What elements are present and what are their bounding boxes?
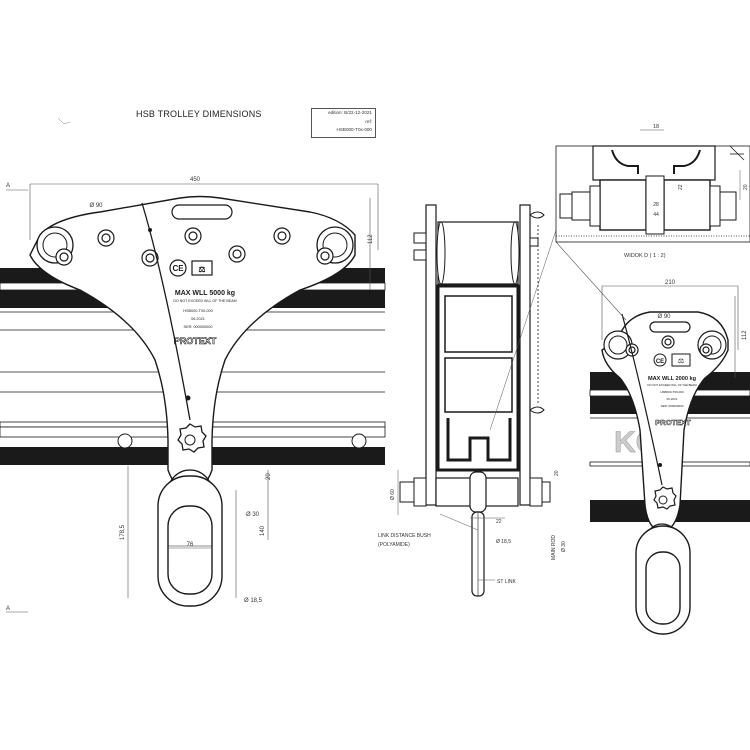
locking-knob (177, 423, 207, 453)
small-locking-knob (653, 486, 677, 510)
label-rod-dia: Ø 30 (561, 541, 567, 552)
detail-dim-d3: 22 (678, 184, 684, 190)
label-st-link: ST LINK (497, 579, 516, 585)
dim-height-small: 20 (266, 473, 272, 480)
main-serial-label: SER: 000000000 (184, 325, 213, 329)
small-serial-label: SER: 000000000 (661, 404, 684, 408)
label-dim-22: 22 (496, 519, 502, 525)
dim-width: 450 (190, 177, 201, 183)
drawing-title: HSB TROLLEY DIMENSIONS (136, 109, 262, 119)
ce-mark-main: CE (172, 264, 184, 273)
label-main-rod: MAIN ROD (551, 535, 557, 560)
small-trolley-plate: CE ⚖ MAX WLL 2000 kg DO NOT EXCEED WLL O… (601, 311, 729, 635)
dim-eye-inner: 76 (187, 542, 194, 548)
label-link-dia: Ø 18,5 (496, 539, 511, 545)
dim-eye-height: 140 (260, 525, 266, 536)
small-dimensions (555, 241, 739, 378)
label-dim-20: 20 (554, 470, 560, 476)
label-bush-material: (POLYAMIDE) (378, 542, 410, 548)
small-warning-label: DO NOT EXCEED WLL OF THE BEAM (647, 383, 697, 387)
label-bush: LINK DISTANCE BUSH (378, 533, 431, 539)
label-dim-60: Ø 60 (390, 489, 396, 500)
edition-label: edition: B/22-12-2021 (328, 110, 372, 115)
main-year-label: 06.2021 (191, 317, 205, 321)
small-brand-logo: PROTEXT (655, 418, 691, 427)
dim-total-height: 178,5 (120, 524, 126, 540)
main-link (157, 475, 223, 607)
detail-dim-d2: 44 (653, 212, 659, 218)
main-code-label: HSB000-T00-000 (183, 309, 213, 313)
dim-top-height: 112 (368, 234, 374, 244)
main-wll-label: MAX WLL 5000 kg (175, 290, 235, 297)
detail-dim-d1: 28 (653, 202, 659, 208)
main-warning-label: DO NOT EXCEED WLL OF THE BEAM (173, 299, 236, 303)
detail-view (555, 129, 750, 243)
dim-eye-dia: Ø 30 (246, 512, 260, 518)
main-dimensions (6, 183, 379, 613)
svg-text:⚖: ⚖ (678, 357, 684, 365)
detail-dim-d4: 20 (743, 184, 749, 190)
edition-box: edition: B/22-12-2021 ref: HSB000-T0x-00… (311, 108, 376, 138)
small-dim-hole-dia: Ø 90 (657, 314, 671, 320)
detail-caption: WIDOK D ( 1 : 2) (624, 253, 666, 259)
ce-mark-small: CE (656, 359, 664, 365)
svg-text:⚖: ⚖ (198, 265, 205, 274)
dim-ring-dia: Ø 18,5 (244, 598, 263, 604)
dim-hole-dia: Ø 90 (89, 203, 103, 209)
small-dim-width: 210 (665, 280, 676, 286)
plate-holes (55, 227, 334, 267)
small-wll-label: MAX WLL 2000 kg (648, 376, 697, 382)
small-dim-top-height: 112 (742, 330, 748, 340)
main-brand-logo: PROTEXT (174, 336, 217, 346)
detail-dim-top: 18 (653, 124, 659, 130)
side-view (397, 204, 561, 597)
section-marker-top: A (6, 183, 10, 189)
small-year-label: 06.2021 (667, 397, 678, 401)
section-marker-bottom: A (6, 606, 10, 612)
ref-value: HSB000-T0x-000 (336, 127, 373, 132)
ref-label: ref: (365, 118, 372, 124)
small-code-label: HSB000-T00-000 (660, 390, 684, 394)
main-trolley-plate: CE ⚖ MAX WLL 5000 kg DO NOT EXCEED WLL O… (29, 195, 356, 515)
